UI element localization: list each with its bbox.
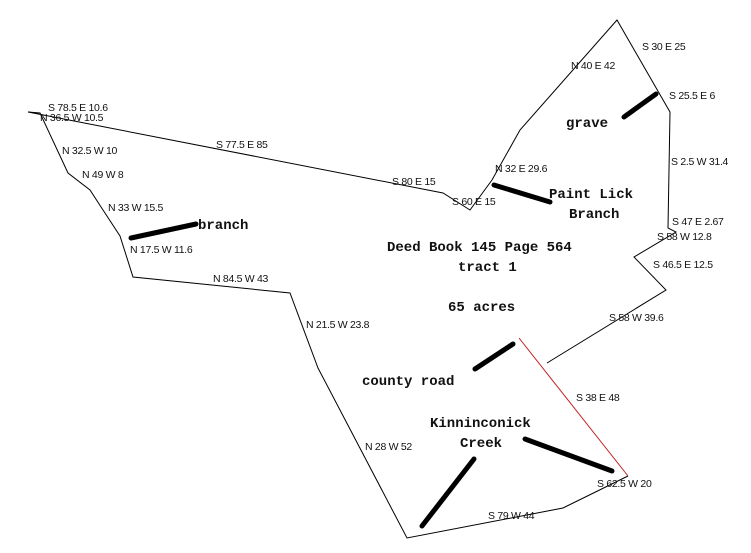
call-label: N 40 E 42 xyxy=(571,60,615,72)
call-label: S 38 E 48 xyxy=(576,392,620,404)
call-label: S 80 E 15 xyxy=(392,176,436,188)
call-label: N 33 W 15.5 xyxy=(108,202,164,214)
call-label: N 17.5 W 11.6 xyxy=(130,244,193,256)
call-label: S 2.5 W 31.4 xyxy=(671,156,729,168)
paint-lick-branch-marker xyxy=(491,182,553,205)
paint-lick-label-2: Branch xyxy=(569,207,619,223)
call-label: S 60 E 15 xyxy=(452,196,496,208)
grave-marker xyxy=(621,91,659,120)
call-label: S 46.5 E 12.5 xyxy=(653,259,713,271)
call-label: N 21.5 W 23.8 xyxy=(306,319,370,331)
creek-label: Kinninconick xyxy=(430,416,531,432)
call-label: S 58 W 39.6 xyxy=(609,312,664,324)
acreage-label: 65 acres xyxy=(448,300,515,316)
paint-lick-label: Paint Lick xyxy=(549,187,633,203)
call-label: S 62.5 W 20 xyxy=(597,478,652,490)
deed-reference: Deed Book 145 Page 564 xyxy=(387,240,572,256)
call-label: N 32.5 W 10 xyxy=(62,145,118,157)
grave-label: grave xyxy=(566,116,608,132)
call-label: N 32 E 29.6 xyxy=(495,163,548,175)
call-label: N 84.5 W 43 xyxy=(213,273,269,285)
county-road-boundary xyxy=(518,337,629,477)
call-label: S 77.5 E 85 xyxy=(216,139,268,151)
county-road-label: county road xyxy=(362,374,454,390)
county-road-marker xyxy=(472,341,516,372)
call-label: S 78.5 E 10.6 xyxy=(48,102,108,114)
call-label: S 47 E 2.67 xyxy=(672,216,724,228)
call-label: N 36.5 W 10.5 xyxy=(40,112,104,124)
call-label: N 49 W 8 xyxy=(82,169,124,181)
creek-marker-south xyxy=(419,456,477,529)
property-boundary xyxy=(27,19,678,539)
tract-label: tract 1 xyxy=(458,260,517,276)
branch-label: branch xyxy=(198,218,248,234)
creek-marker-east xyxy=(522,436,615,474)
call-label: S 79 W 44 xyxy=(488,510,535,522)
call-label: S 25.5 E 6 xyxy=(669,90,715,102)
call-label: S 30 E 25 xyxy=(642,41,686,53)
creek-label-2: Creek xyxy=(460,436,502,452)
call-label: N 28 W 52 xyxy=(365,441,412,453)
call-label: S 58 W 12.8 xyxy=(657,231,712,243)
branch-marker xyxy=(128,221,199,241)
